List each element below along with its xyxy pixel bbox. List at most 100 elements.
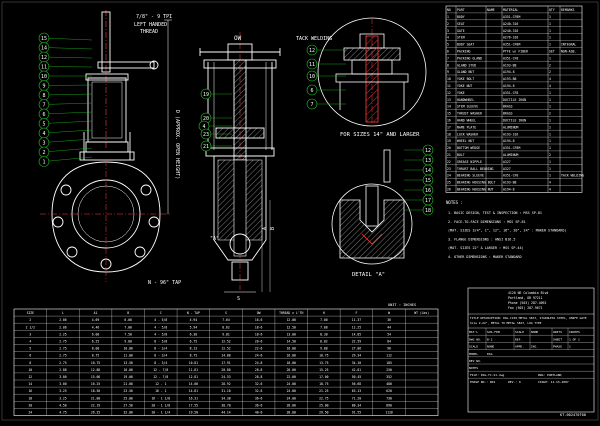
file-name: FILE: KSG-TC-S1.dwg	[470, 373, 505, 377]
dimension-table-cell: 8.62	[222, 325, 230, 329]
dimension-table-cell: 12.50	[287, 325, 296, 329]
parts-table-cell: 1	[549, 105, 551, 109]
parts-table-cell: 8	[447, 63, 449, 67]
parts-table-cell: 20	[447, 146, 451, 150]
dimension-table-header: SIZE	[27, 311, 35, 315]
callout-balloon: 7	[306, 98, 346, 110]
dimension-table-cell: 7.88	[320, 325, 328, 329]
callout-balloon: 14	[404, 164, 434, 176]
note-line: (MAT. SIZES 3/4", 1", 12", 16", 20", 24"…	[448, 229, 566, 233]
parts-table-cell: BODY SEAT	[457, 43, 474, 47]
dimension-table-cell: 14.81	[189, 389, 198, 393]
callout-number: 4	[202, 124, 205, 130]
dimension-table-cell: 9.00	[124, 340, 132, 344]
parts-table-cell: A351-CF8	[503, 174, 518, 178]
callout-balloon: 12	[306, 44, 346, 56]
dimension-table-cell: 890	[386, 403, 392, 407]
parts-table-cell: A194-8	[503, 188, 515, 192]
parts-table-cell: GATE	[457, 29, 465, 33]
parts-table-cell: 16	[447, 119, 451, 123]
dimension-table-cell: 28-8	[255, 368, 263, 372]
parts-table-cell: YOKE	[457, 91, 465, 95]
dimension-table-cell: 2.25	[59, 332, 67, 336]
callout-number: 7	[310, 102, 313, 108]
company-address-line: Fax (503) 287-9671	[508, 306, 543, 310]
callout-number: 13	[425, 158, 431, 164]
dimension-table-header: F	[356, 311, 358, 315]
dimension-table-cell: 14	[28, 382, 32, 386]
title-block-cell: 1	[569, 345, 571, 349]
dimension-table-cell: 480	[386, 382, 392, 386]
dimension-table-header: H	[323, 311, 325, 315]
parts-table-cell: A194-8	[503, 84, 515, 88]
parts-table-cell: BEARING HOUSING BOLT	[457, 181, 495, 185]
title-block-cell: KSG	[487, 352, 493, 356]
dimension-table-cell: 28.00	[287, 411, 296, 415]
dimension-table-cell: 16 - 1	[155, 389, 166, 393]
parts-table-cell: NAME PLATE	[457, 125, 476, 129]
dimension-table-cell: 16 - 1 1/8	[151, 396, 170, 400]
dimension-table-cell: 8 - 3/4	[154, 347, 167, 351]
parts-table-cell: HANDWHEEL	[457, 98, 474, 102]
company-address-line: Phone (503) 287-4092	[508, 301, 546, 305]
bearing-detail-view	[317, 17, 427, 127]
callout-balloon: 21	[200, 140, 232, 152]
callout-number: 11	[309, 62, 315, 68]
callout-number: 14	[425, 168, 431, 174]
mark-a-label: "A"	[210, 236, 219, 242]
parts-table-cell: 23	[447, 167, 451, 171]
revision: REV.: 0	[508, 380, 521, 384]
note-line: 3. FLANGE DIMENSIONS : ANSI B16.5	[448, 237, 515, 241]
callout-number: 16	[425, 188, 431, 194]
callout-number: 4	[42, 131, 45, 137]
parts-table-cell: 10	[447, 77, 451, 81]
dimension-table-cell: 17.00	[319, 375, 328, 379]
dimension-table-cell: 4 - 5/8	[154, 318, 167, 322]
dimension-table-cell: 25.00	[123, 396, 132, 400]
tap-note-label: N - 96" TAP	[148, 280, 181, 286]
dimension-table-cell: 10.75	[91, 361, 100, 365]
parts-table-cell: 2	[549, 153, 551, 157]
callout-number: 12	[309, 48, 315, 54]
title-block-cell: NONE	[487, 345, 494, 349]
parts-table-cell: PACKING GLAND	[457, 56, 482, 60]
callout-balloon: 14	[38, 42, 93, 53]
parts-table-cell: BRASS	[503, 112, 513, 116]
title-block-cell: MODEL	[469, 352, 478, 356]
notes-block: NOTES :1. BASIC DESIGN, TEST & INSPECTIO…	[446, 200, 566, 259]
callout-balloon: 12	[38, 51, 93, 63]
title-block-cell: SUS-F8M	[487, 330, 500, 334]
dimension-table-cell: 16.00	[287, 347, 296, 351]
callout-number: 3	[42, 140, 45, 146]
parts-table-cell: PTFE w/ FIBER	[503, 50, 528, 54]
dimension-table-cell: 24-6	[255, 354, 263, 358]
dimension-table-cell: 6.75	[190, 340, 198, 344]
callout-number: 6	[310, 88, 313, 94]
parts-table-cell: 5	[447, 43, 449, 47]
note-line: 1. BASIC DESIGN, TEST & INSPECTION : MSS…	[448, 211, 542, 215]
parts-table-cell: 1	[549, 36, 551, 40]
dimension-table-cell: 29.50	[319, 411, 328, 415]
dimension-table-cell: 5	[29, 347, 31, 351]
parts-table-cell: 24	[447, 174, 451, 178]
callout-balloon: 11	[306, 58, 346, 70]
callout-number: 11	[41, 64, 47, 70]
dimension-table-cell: 12 - 7/8	[153, 375, 168, 379]
dimension-table-cell: 20 - 1 1/4	[151, 411, 170, 415]
dimension-table-cell: 10.81	[189, 361, 198, 365]
dimension-table-cell: 12 - 7/8	[153, 368, 168, 372]
dimension-table-cell: 3	[29, 332, 31, 336]
callout-number: 10	[41, 74, 47, 80]
dimension-table-cell: 32-6	[255, 389, 263, 393]
dimension-table-cell: 6.00	[92, 332, 100, 336]
dimension-table-cell: 14.50	[287, 340, 296, 344]
dimension-table-cell: 16.00	[123, 368, 132, 372]
dimension-table-cell: 12.00	[287, 318, 296, 322]
dimension-table-cell: 13.75	[319, 361, 328, 365]
dimension-table-cell: 11.37	[352, 318, 361, 322]
dimension-table-cell: 14.85	[352, 332, 361, 336]
title-block-cell: UNITS	[553, 330, 562, 334]
